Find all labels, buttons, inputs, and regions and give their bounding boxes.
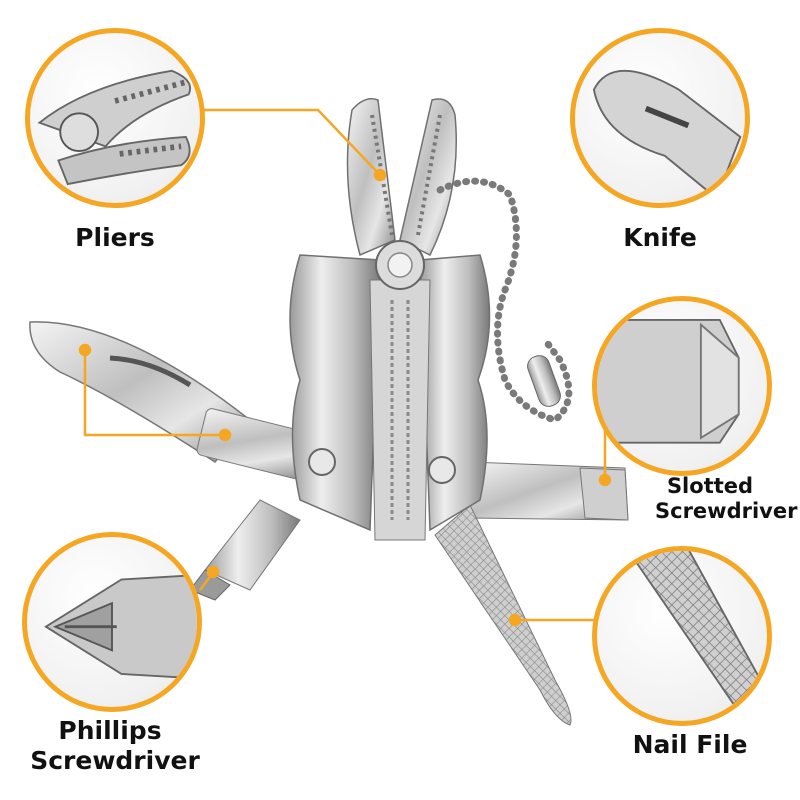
slotted-screwdriver-callout [592, 296, 772, 476]
knife-callout [570, 28, 750, 208]
knife-blade [29, 321, 314, 480]
knife-closeup-image [592, 69, 742, 200]
pliers-closeup-image [37, 69, 192, 186]
phillips-screwdriver-callout [22, 532, 202, 712]
slotted-screwdriver-label-line2: Screwdriver [655, 499, 798, 523]
nail-file-label: Nail File [632, 730, 748, 759]
phillips-screwdriver-label-line2: Screwdriver [30, 746, 200, 775]
nail-file [434, 504, 572, 726]
pliers-label: Pliers [75, 223, 155, 252]
nail-file-closeup-image [627, 551, 764, 714]
slotted-screwdriver-label-line1: Slotted [666, 474, 754, 498]
phillips-screwdriver-label-line1: Phillips [58, 716, 162, 745]
phillips-screwdriver-bit [189, 499, 301, 601]
tool-handles [289, 254, 491, 541]
pliers-callout [25, 28, 205, 208]
pliers-jaws [346, 98, 457, 290]
slotted-screwdriver-bit [469, 461, 629, 521]
nail-file-callout [592, 546, 772, 726]
slotted-screwdriver-closeup-image [597, 318, 740, 444]
phillips-screwdriver-closeup-image [44, 574, 197, 680]
knife-label: Knife [623, 223, 697, 252]
ball-chain [436, 177, 573, 424]
